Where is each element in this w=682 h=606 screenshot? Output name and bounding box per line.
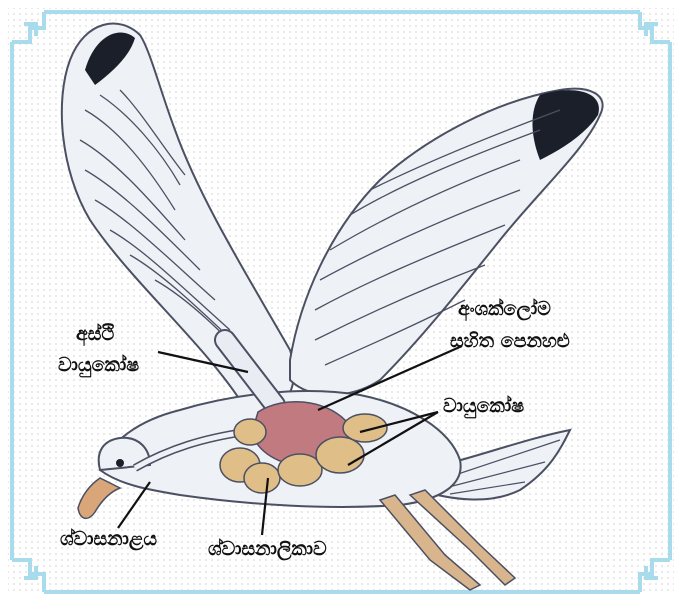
- air-sac: [343, 414, 387, 442]
- label-bone-air-sac-line1: අස්ථි: [76, 325, 114, 344]
- air-sac: [244, 463, 280, 493]
- label-air-sacs: වායුකෝෂ: [443, 397, 524, 416]
- label-trachea: ශ්වාසනාළය: [60, 530, 157, 549]
- label-bronchus: ශ්වාසනාලිකාව: [208, 540, 327, 559]
- label-bone-air-sac-line2: වායුකෝෂ: [58, 356, 139, 375]
- label-lung-line2: සහිත පෙනහළු: [450, 332, 570, 351]
- label-lung-line1: අංශක්ලෝම: [458, 300, 551, 319]
- air-sac: [234, 419, 266, 445]
- air-sac: [316, 437, 364, 473]
- air-sac: [278, 454, 322, 486]
- eye-icon: [116, 459, 124, 467]
